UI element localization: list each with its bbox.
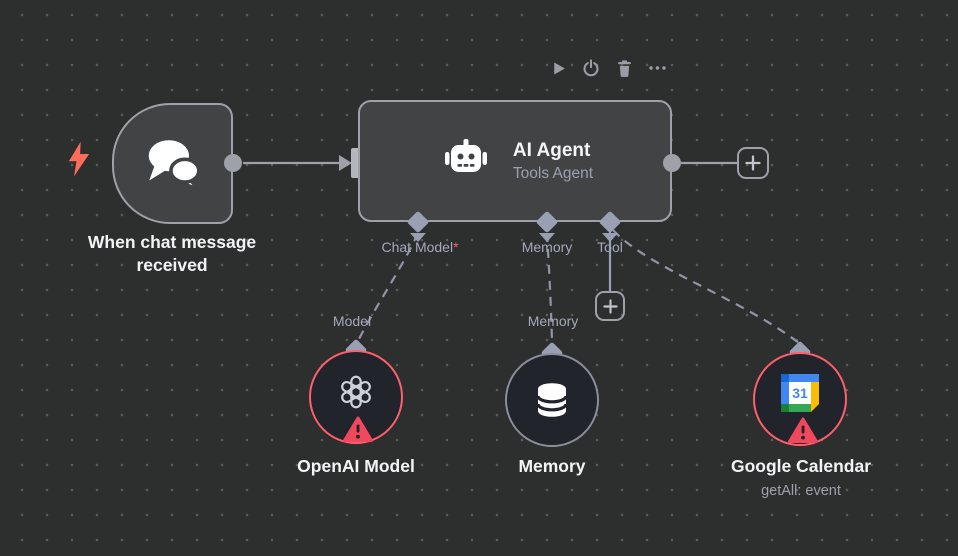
required-asterisk: * xyxy=(453,239,459,255)
trigger-node-label: When chat message received xyxy=(87,232,257,276)
agent-title: AI Agent xyxy=(512,139,591,161)
agent-port-tool-arrow-icon xyxy=(602,233,618,242)
warning-triangle-icon xyxy=(788,417,818,443)
node-google-calendar[interactable]: 31 xyxy=(753,352,847,446)
chat-bubbles-icon xyxy=(148,139,201,191)
agent-port-memory-arrow-icon xyxy=(539,233,555,242)
calendar-day-number: 31 xyxy=(792,385,808,401)
agent-subtitle: Tools Agent xyxy=(512,164,594,182)
add-node-button[interactable] xyxy=(737,147,769,179)
database-icon xyxy=(536,383,568,417)
robot-icon xyxy=(444,139,487,172)
lightning-trigger-icon xyxy=(68,141,90,177)
warning-triangle-icon xyxy=(343,416,373,442)
agent-output-port[interactable] xyxy=(663,154,681,172)
port-label-chat-model-text: Chat Model xyxy=(381,239,454,255)
node-toolbar xyxy=(548,58,667,78)
node-memory[interactable] xyxy=(505,353,599,447)
openai-node-label: OpenAI Model xyxy=(297,456,415,476)
more-icon[interactable] xyxy=(647,58,667,78)
gcal-node-label: Google Calendar xyxy=(730,456,872,476)
port-label-memory: Memory xyxy=(521,239,573,255)
trigger-output-port[interactable] xyxy=(224,154,242,172)
google-calendar-icon: 31 xyxy=(781,374,819,412)
node-ai-agent[interactable]: AI Agent Tools Agent xyxy=(358,100,672,222)
port-label-tool: Tool xyxy=(597,239,623,255)
trash-icon[interactable] xyxy=(614,58,634,78)
edge-tool-to-gcal[interactable] xyxy=(612,229,800,344)
port-label-chat-model: Chat Model* xyxy=(381,239,458,255)
edge-memory-to-memorynode[interactable] xyxy=(545,232,554,343)
openai-logo-icon xyxy=(341,375,371,409)
memory-node-label: Memory xyxy=(518,456,586,476)
play-icon[interactable] xyxy=(548,58,568,78)
node-chat-trigger[interactable] xyxy=(112,103,233,224)
agent-port-chat-model-arrow-icon xyxy=(410,233,426,242)
node-openai-model[interactable] xyxy=(309,350,403,444)
gcal-node-sublabel: getAll: event xyxy=(761,483,841,499)
openai-port-label: Model xyxy=(332,313,372,329)
memory-port-label: Memory xyxy=(527,313,579,329)
add-tool-button[interactable] xyxy=(595,291,625,321)
agent-input-port[interactable] xyxy=(351,148,362,178)
edge-arrowhead-icon xyxy=(339,155,352,171)
power-icon[interactable] xyxy=(581,58,601,78)
